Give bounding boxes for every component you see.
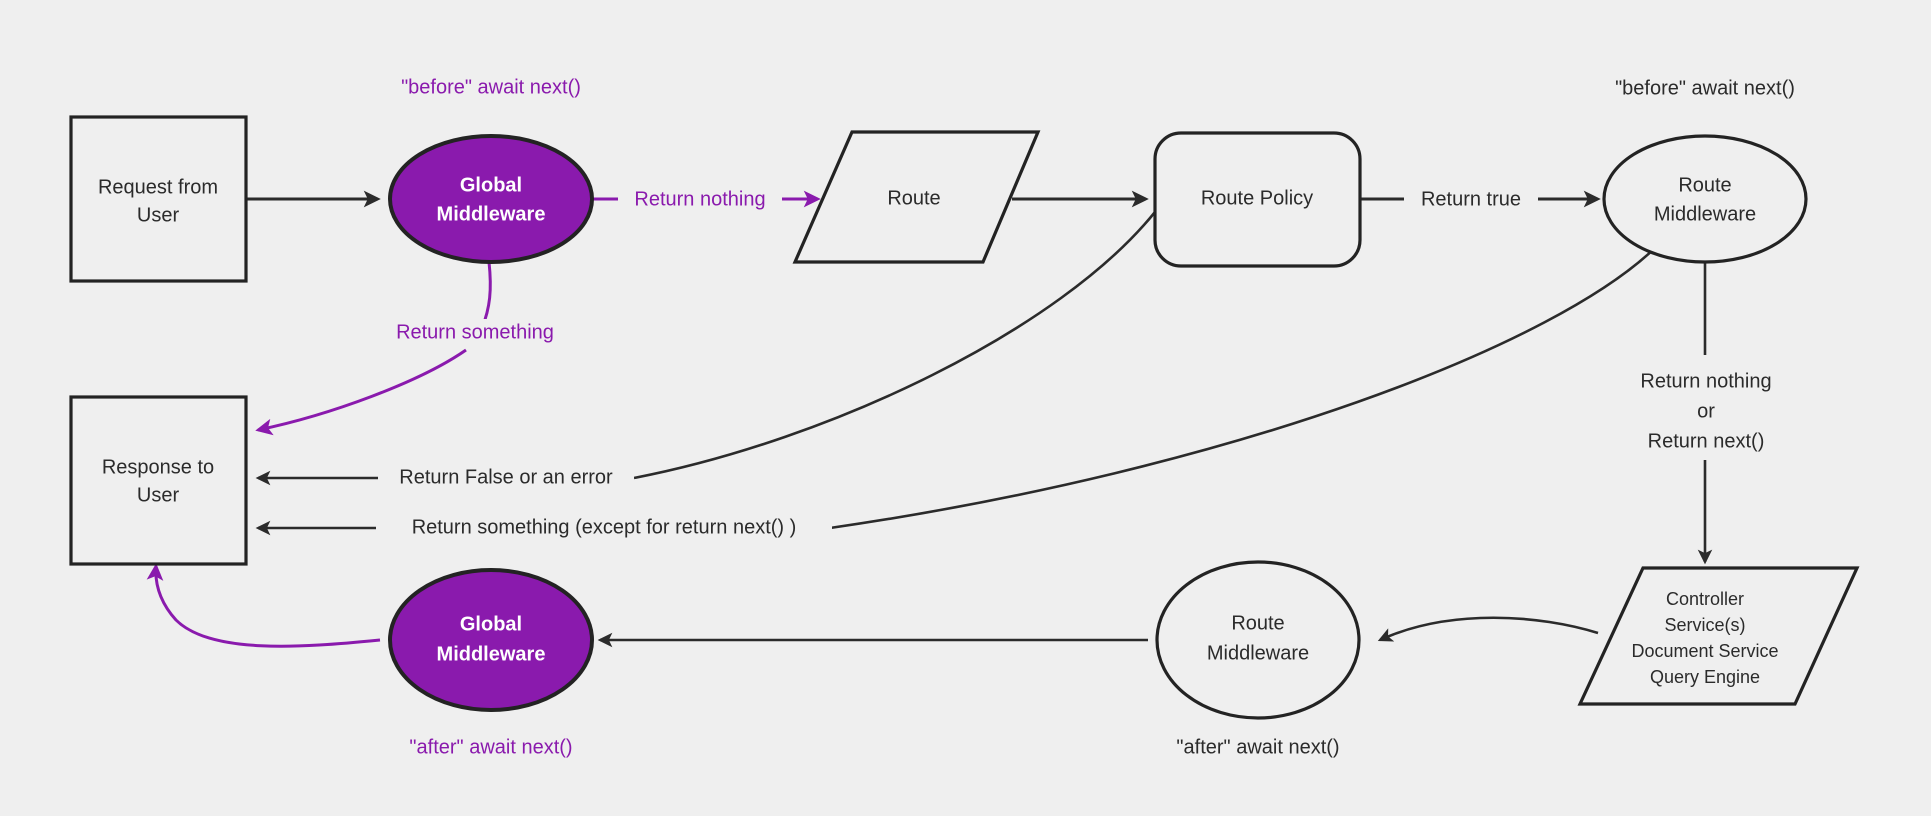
controller-parallelogram <box>1577 566 1860 706</box>
response-to-user-label-line2: User <box>137 484 180 506</box>
global-middleware-bottom-label-line2: Middleware <box>437 643 546 665</box>
edge-label-bg-return-true <box>1404 185 1538 213</box>
edge-label-bg-return-nothing <box>618 185 782 213</box>
node-route-middleware-top[interactable]: Route Middleware <box>1602 134 1808 264</box>
node-route-policy[interactable]: Route Policy <box>1153 131 1362 268</box>
node-controller-services[interactable]: Controller Service(s) Document Service Q… <box>1577 566 1860 706</box>
edge-label-bg-return-something <box>378 319 564 347</box>
response-to-user-label-line1: Response to <box>102 456 214 478</box>
response-to-user-box <box>69 395 248 566</box>
request-from-user-label-line1: Request from <box>98 176 218 198</box>
node-global-middleware-top[interactable]: Global Middleware <box>388 134 594 264</box>
edge-label-return-false-or-error: Return False or an error <box>399 466 613 488</box>
route-middleware-bottom-label-line2: Middleware <box>1207 642 1309 664</box>
annotation-before-await-next-global: "before" await next() <box>401 76 581 98</box>
request-from-user-box <box>69 115 248 283</box>
edge-label-return-nothing-2: Return nothing <box>1640 370 1771 392</box>
edge-label-or: or <box>1697 400 1715 422</box>
controller-label-line1: Controller <box>1666 589 1744 609</box>
controller-label-line4: Query Engine <box>1650 667 1760 687</box>
route-middleware-top-label-line1: Route <box>1678 174 1731 196</box>
edge-label-return-something-except: Return something (except for return next… <box>412 516 797 538</box>
edge-label-return-nothing: Return nothing <box>634 188 765 210</box>
controller-label-line3: Document Service <box>1631 641 1778 661</box>
node-route[interactable]: Route <box>792 130 1041 264</box>
global-middleware-bottom-ellipse <box>388 568 594 712</box>
annotation-after-await-next-route-middleware: "after" await next() <box>1176 736 1339 758</box>
controller-label-line2: Service(s) <box>1664 615 1745 635</box>
edge-controller-to-route-middleware-bottom <box>1377 616 1599 642</box>
global-middleware-top-label-line1: Global <box>460 174 522 196</box>
edge-label-bg-return-false-or-error <box>378 464 634 492</box>
global-middleware-top-label-line2: Middleware <box>437 203 546 225</box>
edge-label-bg-return-something-except <box>376 514 832 542</box>
node-response-to-user[interactable]: Response to User <box>69 395 248 566</box>
route-parallelogram <box>792 130 1041 264</box>
global-middleware-top-ellipse <box>388 134 594 264</box>
route-middleware-bottom-ellipse <box>1155 560 1361 720</box>
node-global-middleware-bottom[interactable]: Global Middleware <box>388 568 594 712</box>
annotation-after-await-next-global: "after" await next() <box>409 736 572 758</box>
route-middleware-top-ellipse <box>1602 134 1808 264</box>
edge-global-middleware-to-response-lower <box>255 348 467 436</box>
route-middleware-bottom-label-line1: Route <box>1231 612 1284 634</box>
request-from-user-label-line2: User <box>137 204 180 226</box>
node-request-from-user[interactable]: Request from User <box>69 115 248 283</box>
edge-route-policy-to-response-curve <box>633 211 1157 480</box>
annotation-before-await-next-route-middleware: "before" await next() <box>1615 77 1795 99</box>
edge-global-middleware-bottom-to-response <box>146 563 381 648</box>
edge-label-return-next: Return next() <box>1648 430 1765 452</box>
global-middleware-bottom-label-line1: Global <box>460 613 522 635</box>
edge-route-middleware-to-response-curve <box>829 242 1661 530</box>
node-route-middleware-bottom[interactable]: Route Middleware <box>1155 560 1361 720</box>
edge-label-return-true: Return true <box>1421 188 1521 210</box>
route-middleware-top-label-line2: Middleware <box>1654 203 1756 225</box>
route-policy-label: Route Policy <box>1201 187 1313 209</box>
edge-label-bg-return-nothing-or-next <box>1620 366 1792 460</box>
route-policy-box <box>1153 131 1362 268</box>
route-label: Route <box>887 187 940 209</box>
edge-label-return-something: Return something <box>396 321 554 343</box>
